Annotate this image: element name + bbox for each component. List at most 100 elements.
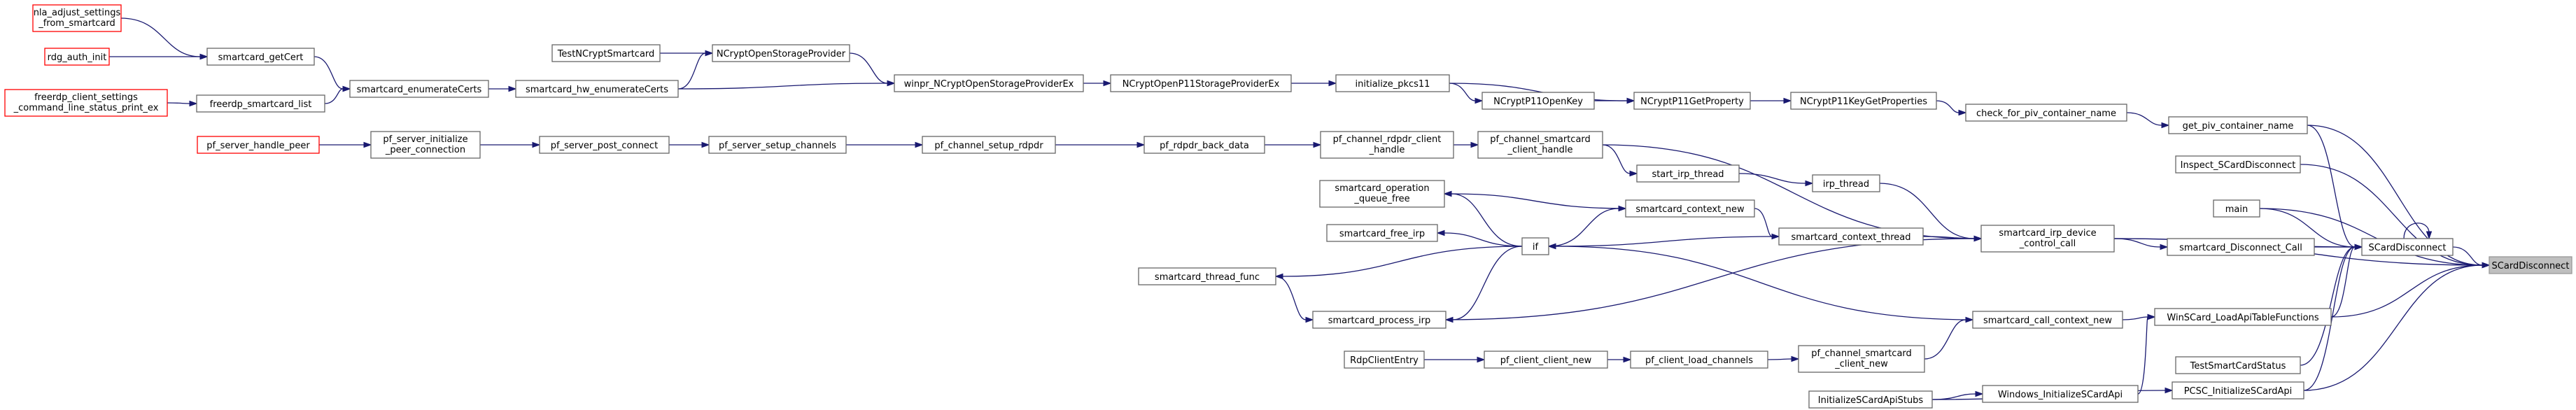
node-init-pkcs[interactable]: initialize_pkcs11 — [1335, 74, 1450, 92]
node-pf-setup-ch[interactable]: pf_server_setup_channels — [708, 136, 847, 154]
node-p11-openkey[interactable]: NCryptP11OpenKey — [1481, 92, 1595, 110]
edge-line — [2307, 125, 2356, 248]
node-sc-disconnect[interactable]: SCardDisconnect — [2489, 256, 2573, 274]
node-label: smartcard_process_irp — [1328, 316, 1431, 326]
node-sc-op-free[interactable]: smartcard_operation_queue_free — [1319, 180, 1445, 208]
node-init-stubs[interactable]: InitializeSCardApiStubs — [1808, 390, 1933, 409]
node-win-init-sc[interactable]: Windows_InitializeSCardApi — [1982, 385, 2139, 403]
arrowhead — [1629, 170, 1638, 177]
node-p11-open-ex[interactable]: NCryptOpenP11StorageProviderEx — [1110, 74, 1292, 92]
node-irp-thread[interactable]: irp_thread — [1812, 174, 1880, 192]
node-if[interactable]: if — [1521, 237, 1549, 255]
node-box — [1798, 345, 1925, 373]
node-pf-client-new[interactable]: pf_client_client_new — [1484, 351, 1608, 369]
node-label: smartcard_getCert — [218, 52, 304, 63]
arrowhead — [705, 50, 714, 57]
node-label: start_irp_thread — [1652, 169, 1724, 180]
node-ncrypt-prov[interactable]: NCryptOpenStorageProvider — [712, 44, 850, 62]
node-box — [1790, 92, 1937, 110]
node-box — [1982, 385, 2139, 403]
node-start-irp[interactable]: start_irp_thread — [1636, 164, 1740, 183]
node-sc-ctx-new[interactable]: smartcard_context_new — [1625, 199, 1755, 218]
node-test-ncrypt[interactable]: TestNCryptSmartcard — [551, 44, 661, 62]
edge-get-piv-to-sc-disconnect-mid — [2307, 125, 2363, 250]
node-pf-handle-peer[interactable]: pf_server_handle_peer — [197, 136, 320, 154]
arrowhead — [2161, 122, 2170, 129]
node-pf-ch-sc-cl[interactable]: pf_channel_smartcard_client_handle — [1477, 131, 1603, 159]
edge-nla-to-sc-getcert — [120, 17, 209, 60]
node-pf-ch-rdpdr[interactable]: pf_channel_setup_rdpdr — [922, 136, 1056, 154]
node-box — [32, 4, 122, 32]
node-pf-init-peer[interactable]: pf_server_initialize_peer_connection — [370, 131, 481, 159]
node-sc-getcert[interactable]: smartcard_getCert — [206, 48, 315, 66]
arrowhead — [1470, 141, 1479, 148]
node-label: NCryptP11KeyGetProperties — [1800, 97, 1927, 107]
edge-line — [1738, 173, 1806, 184]
node-label: Windows_InitializeSCardApi — [1998, 390, 2123, 400]
edge-if-to-sc-thread-func — [1274, 246, 1523, 280]
node-main[interactable]: main — [2213, 199, 2260, 218]
node-sc-irp-dev[interactable]: smartcard_irp_device_control_call — [1980, 225, 2115, 253]
node-box — [1344, 351, 1425, 369]
node-sc-proc-irp[interactable]: smartcard_process_irp — [1312, 311, 1447, 329]
node-sc-ctx-thread[interactable]: smartcard_context_thread — [1778, 227, 1924, 246]
node-label: freerdp_client_settings — [34, 92, 138, 103]
edge-line — [2300, 164, 2483, 266]
node-p11-getprop[interactable]: NCryptP11GetProperty — [1633, 92, 1751, 110]
node-freerdp-cl[interactable]: freerdp_client_settings_command_line_sta… — [4, 89, 168, 117]
node-winscard-load[interactable]: WinSCard_LoadApiTableFunctions — [2154, 308, 2332, 326]
node-label: smartcard_thread_func — [1155, 272, 1260, 283]
node-test-sc-status[interactable]: TestSmartCardStatus — [2175, 356, 2301, 374]
node-box — [206, 48, 315, 66]
node-fr-sc-list[interactable]: freerdp_smartcard_list — [196, 94, 325, 113]
node-sc-disconnect-mid[interactable]: SCardDisconnect — [2361, 238, 2454, 256]
node-rdp-client[interactable]: RdpClientEntry — [1344, 351, 1425, 369]
node-sc-enum[interactable]: smartcard_enumerateCerts — [349, 80, 489, 98]
edge-line — [849, 52, 888, 84]
node-label: NCryptP11GetProperty — [1640, 97, 1744, 107]
arrowhead — [2426, 231, 2433, 240]
node-rdg[interactable]: rdg_auth_init — [44, 48, 110, 66]
node-label: pf_channel_setup_rdpdr — [934, 141, 1043, 151]
node-pf-ch-sc-new[interactable]: pf_channel_smartcard_client_new — [1798, 345, 1925, 373]
node-sc-disc-call[interactable]: smartcard_Disconnect_Call — [2167, 238, 2315, 256]
edge-line — [677, 83, 888, 90]
node-label: _command_line_status_print_ex — [13, 103, 159, 113]
node-label: smartcard_operation — [1335, 183, 1429, 194]
node-label: smartcard_free_irp — [1339, 229, 1425, 239]
node-box — [712, 44, 850, 62]
node-label: _client_handle — [1507, 145, 1572, 155]
node-pf-ch-rdpdr-cl[interactable]: pf_channel_rdpdr_client_handle — [1320, 131, 1454, 159]
node-sc-free-irp[interactable]: smartcard_free_irp — [1326, 224, 1438, 242]
node-box — [1636, 164, 1740, 183]
node-label: pf_client_client_new — [1500, 355, 1592, 366]
edge-start-irp-to-irp-thread — [1738, 173, 1814, 187]
node-sc-hw-enum[interactable]: smartcard_hw_enumerateCerts — [515, 80, 679, 98]
edge-line — [324, 88, 344, 104]
arrowhead — [342, 85, 351, 92]
node-sc-call-ctx[interactable]: smartcard_call_context_new — [1972, 311, 2123, 329]
node-label: smartcard_irp_device — [1999, 228, 2096, 239]
node-insp-disc[interactable]: Inspect_SCardDisconnect — [2175, 155, 2301, 174]
node-sc-thread-func[interactable]: smartcard_thread_func — [1138, 267, 1276, 285]
node-chk-piv[interactable]: check_for_piv_container_name — [1965, 104, 2127, 122]
node-winpr-ncrypt[interactable]: winpr_NCryptOpenStorageProviderEx — [894, 74, 1084, 92]
node-label: TestNCryptSmartcard — [557, 49, 655, 59]
edge-sc-irp-dev-to-sc-disc-call — [2113, 238, 2169, 250]
node-p11-keygetprop[interactable]: NCryptP11KeyGetProperties — [1790, 92, 1937, 110]
edge-line — [677, 52, 706, 90]
node-pf-post[interactable]: pf_server_post_connect — [539, 136, 670, 154]
node-pcsc-init[interactable]: PCSC_InitializeSCardApi — [2172, 381, 2304, 400]
edge-line — [2307, 125, 2483, 266]
edge-line — [2122, 316, 2148, 320]
node-pf-rdpdr-data[interactable]: pf_rdpdr_back_data — [1143, 136, 1265, 154]
node-label: smartcard_call_context_new — [1983, 316, 2112, 326]
edge-pf-init-peer-to-pf-post — [479, 141, 541, 148]
arrowhead — [887, 80, 896, 87]
node-nla[interactable]: nla_adjust_settings_from_smartcard — [32, 4, 122, 32]
edge-line — [1602, 144, 1975, 239]
edge-if-to-sc-free-irp — [1436, 229, 1523, 247]
node-pf-client-load[interactable]: pf_client_load_channels — [1630, 351, 1768, 369]
node-label: pf_server_handle_peer — [206, 141, 310, 151]
node-get-piv[interactable]: get_piv_container_name — [2168, 116, 2308, 134]
